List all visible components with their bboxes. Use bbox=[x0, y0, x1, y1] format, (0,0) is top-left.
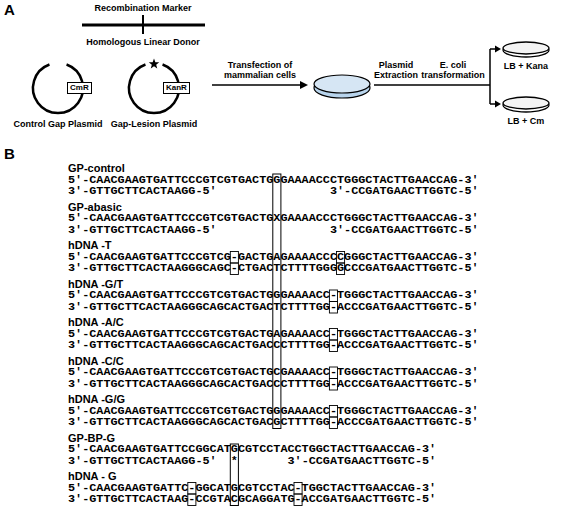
node-label: Control Gap Plasmid bbox=[8, 119, 108, 129]
construct-name: GP-control bbox=[68, 163, 125, 175]
annotation-text: Homologous Linear Donor bbox=[68, 37, 218, 47]
construct-name: GP-abasic bbox=[68, 202, 122, 214]
dna-sequence: 5'-CAACGAAGTGATTCCCGTCGTGACTGAGAAAACC-TG… bbox=[68, 329, 479, 341]
agar-plate: LB + Cm bbox=[502, 95, 550, 113]
dna-sequence: 3'-GTTGCTTCACTAAGG-5' bbox=[68, 225, 217, 237]
lesion-asterisk: * bbox=[231, 456, 238, 468]
plasmid-circle: Control Gap PlasmidCmR bbox=[30, 60, 86, 116]
construct-name: hDNA -A/C bbox=[68, 317, 124, 329]
dna-sequence: 5'-CAACGAAGTGATTCCCGTCG-GACTGAGAAAACCCCG… bbox=[68, 252, 479, 264]
dna-sequence: 3'-GTTGCTTCACTAAGG-5' bbox=[68, 186, 217, 198]
culture-dish-rim bbox=[314, 75, 370, 93]
plate-rim bbox=[503, 97, 549, 109]
resistance-gene-box: CmR bbox=[67, 82, 92, 94]
resistance-gene-box: KanR bbox=[163, 82, 190, 94]
dna-sequence: 5'-CAACGAAGTGATTCCCGTCGTGACTGGGAAAACCCTG… bbox=[68, 175, 479, 187]
arrow-head bbox=[300, 81, 308, 89]
dna-sequence: 5'-CAACGAAGTGATTCCCGTCGTGACTGCGAAAACC-TG… bbox=[68, 367, 479, 379]
dna-sequence: 3'-CCGATGAACTTGGTC-5' bbox=[330, 225, 479, 237]
annotation-text: Recombination Marker bbox=[88, 3, 198, 13]
dna-sequence: 3'-CCGATGAACTTGGTC-5' bbox=[330, 186, 479, 198]
dna-sequence: 3'-GTTGCTTCACTAAGGGCAGCACTGACGCTTTTGG-AC… bbox=[68, 417, 479, 429]
node-label: LB + Kana bbox=[491, 61, 561, 71]
arrow-head bbox=[495, 46, 501, 53]
node-label: LB + Cm bbox=[491, 116, 561, 126]
dna-sequence: 5'-CAACGAAGTGATTCCCGTCGTGACTGGGAAAACC-TG… bbox=[68, 406, 479, 418]
plate-base bbox=[503, 98, 549, 112]
node-label: Gap-Lesion Plasmid bbox=[104, 119, 204, 129]
panel-letter: A bbox=[4, 2, 15, 18]
construct-name: hDNA -C/C bbox=[68, 356, 124, 368]
construct-name: hDNA -G/G bbox=[68, 394, 125, 406]
construct-name: hDNA -T bbox=[68, 240, 112, 252]
dna-sequence: 5'-CAACGAAGTGATTCCCGTCGTGACTGXGAAAACCCTG… bbox=[68, 213, 479, 225]
dna-sequence: 5'-CAACGAAGTGATTC-GGCATGCGTCCTAC-TGGCTAC… bbox=[68, 483, 436, 495]
fork-line bbox=[489, 49, 491, 104]
gene-label: KanR bbox=[166, 83, 187, 93]
dna-sequence: 5'-CAACGAAGTGATTCCCGTCGTGACTGGGAAAACC-TG… bbox=[68, 290, 479, 302]
panel-letter: B bbox=[4, 146, 15, 162]
dna-sequence: 3'-GTTGCTTCACTAAGGGCAGCACTGACTCTTTTGG-AC… bbox=[68, 302, 479, 314]
dna-sequence: 3'-GTTGCTTCACTAAGGGCAGCACTGACCCTTTTGG-AC… bbox=[68, 340, 479, 352]
process-arrow bbox=[212, 84, 301, 86]
construct-name: GP-BP-G bbox=[68, 433, 115, 445]
marker-tick bbox=[142, 15, 144, 34]
plate-outline bbox=[502, 40, 550, 58]
dna-sequence: 3'-GTTGCTTCACTAAGG-5' bbox=[68, 456, 217, 468]
process-arrow bbox=[374, 84, 490, 86]
gene-label: CmR bbox=[70, 83, 89, 93]
step-label: Plasmid Extraction bbox=[370, 60, 422, 80]
dna-sequence: 3'-GTTGCTTCACTAAGGGCAGC-CTGACTCTTTTGGGGC… bbox=[68, 263, 479, 275]
construct-name: hDNA -G/T bbox=[68, 279, 123, 291]
dna-sequence: 3'-CCGATGAACTTGGTC-5' bbox=[287, 456, 436, 468]
dna-sequence: 3'-GTTGCTTCACTAAG-CCGTACGCAGGATG-ACCGATG… bbox=[68, 494, 436, 506]
dna-sequence: 3'-GTTGCTTCACTAAGGGCAGCACTGACCCTTTTGG-AC… bbox=[68, 379, 479, 391]
plate-base bbox=[503, 43, 549, 57]
dna-sequence: 5'-CAACGAAGTGATTCCGGCATGCGTCCTACCTGGCTAC… bbox=[68, 444, 436, 456]
step-label: E. coli transformation bbox=[418, 60, 488, 80]
plate-rim bbox=[503, 42, 549, 54]
plasmid-circle: Gap-Lesion PlasmidKanR bbox=[126, 60, 182, 116]
agar-plate: LB + Kana bbox=[502, 40, 550, 58]
step-label: Transfection of mammalian cells bbox=[214, 60, 306, 80]
construct-name: hDNA - G bbox=[68, 471, 116, 483]
plate-outline bbox=[502, 95, 550, 113]
lesion-star bbox=[149, 59, 159, 69]
arrow-head bbox=[495, 101, 501, 108]
